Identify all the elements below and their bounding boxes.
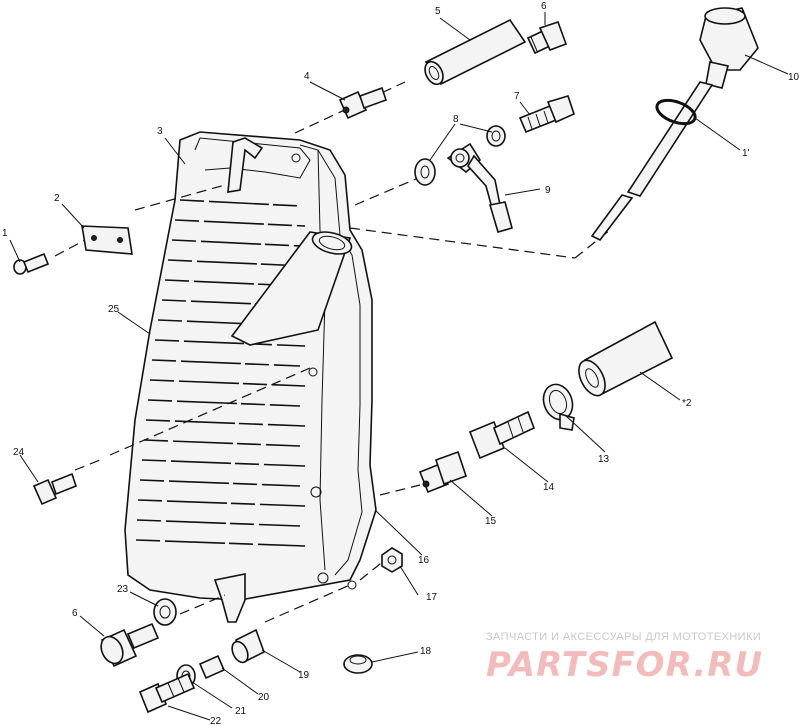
sleeve-part-20 [198,654,226,680]
callout-23: 23 [117,584,129,595]
filler-neck [230,231,353,346]
washers-part-8 [414,125,506,186]
callout-21: 21 [235,706,247,717]
hose-part-5 [424,18,527,86]
callout-6-bottom: 6 [72,608,78,619]
callout-16: 16 [418,555,430,566]
callout-20: 20 [258,692,270,703]
callout-3: 3 [157,126,163,137]
callout-6-top: 6 [541,1,547,12]
callout-1: 1 [2,228,8,239]
callout-15: 15 [485,516,497,527]
bolt-part-1 [13,252,50,275]
callout-22: 22 [210,716,222,726]
fitting-part-15 [418,450,468,494]
assembly-lines [54,81,611,623]
grommet-part-18 [343,654,373,674]
oil-tank-body [124,131,377,623]
callout-12: *2 [682,398,692,409]
bolt-part-7 [518,95,575,134]
watermark-tagline: ЗАПЧАСТИ И АКСЕССУАРЫ ДЛЯ МОТОТЕХНИКИ [486,631,761,643]
bolt-part-24 [32,472,77,506]
callout-9: 9 [545,185,551,196]
hose-part-12 [578,320,674,397]
callout-10: 10 [788,72,800,83]
plate-part-2 [81,225,133,255]
nut-part-17 [381,547,403,573]
fitting-part-14 [468,410,536,460]
dipstick-part-10 [590,7,759,242]
spacer-part-19 [231,628,265,664]
callout-19: 19 [298,670,310,681]
bolt-part-6-bottom [100,622,160,668]
callout-2: 2 [54,193,60,204]
leader-lines [9,12,789,721]
callout-1-prime: 1' [742,148,750,159]
callout-14: 14 [543,482,555,493]
bolt-part-22 [138,672,196,714]
watermark: ЗАПЧАСТИ И АКСЕССУАРЫ ДЛЯ МОТОТЕХНИКИ PA… [486,631,763,685]
callout-4: 4 [304,71,310,82]
clamp-part-13 [542,383,575,431]
fitting-part-4 [338,86,388,120]
callout-24: 24 [13,447,25,458]
callout-25: 25 [108,304,120,315]
washer-part-23 [153,598,177,626]
callout-13: 13 [598,454,610,465]
tank-ribs [135,199,306,547]
callout-18: 18 [420,646,432,657]
callout-17: 17 [426,592,438,603]
banjo-fitting-part-9 [446,142,513,233]
callout-7: 7 [514,91,520,102]
fitting-part-6-top [526,20,568,55]
callout-8: 8 [453,114,459,125]
callout-5: 5 [435,6,441,17]
o-ring-part-11 [655,98,697,126]
watermark-brand: PARTSFOR.RU [486,645,763,685]
